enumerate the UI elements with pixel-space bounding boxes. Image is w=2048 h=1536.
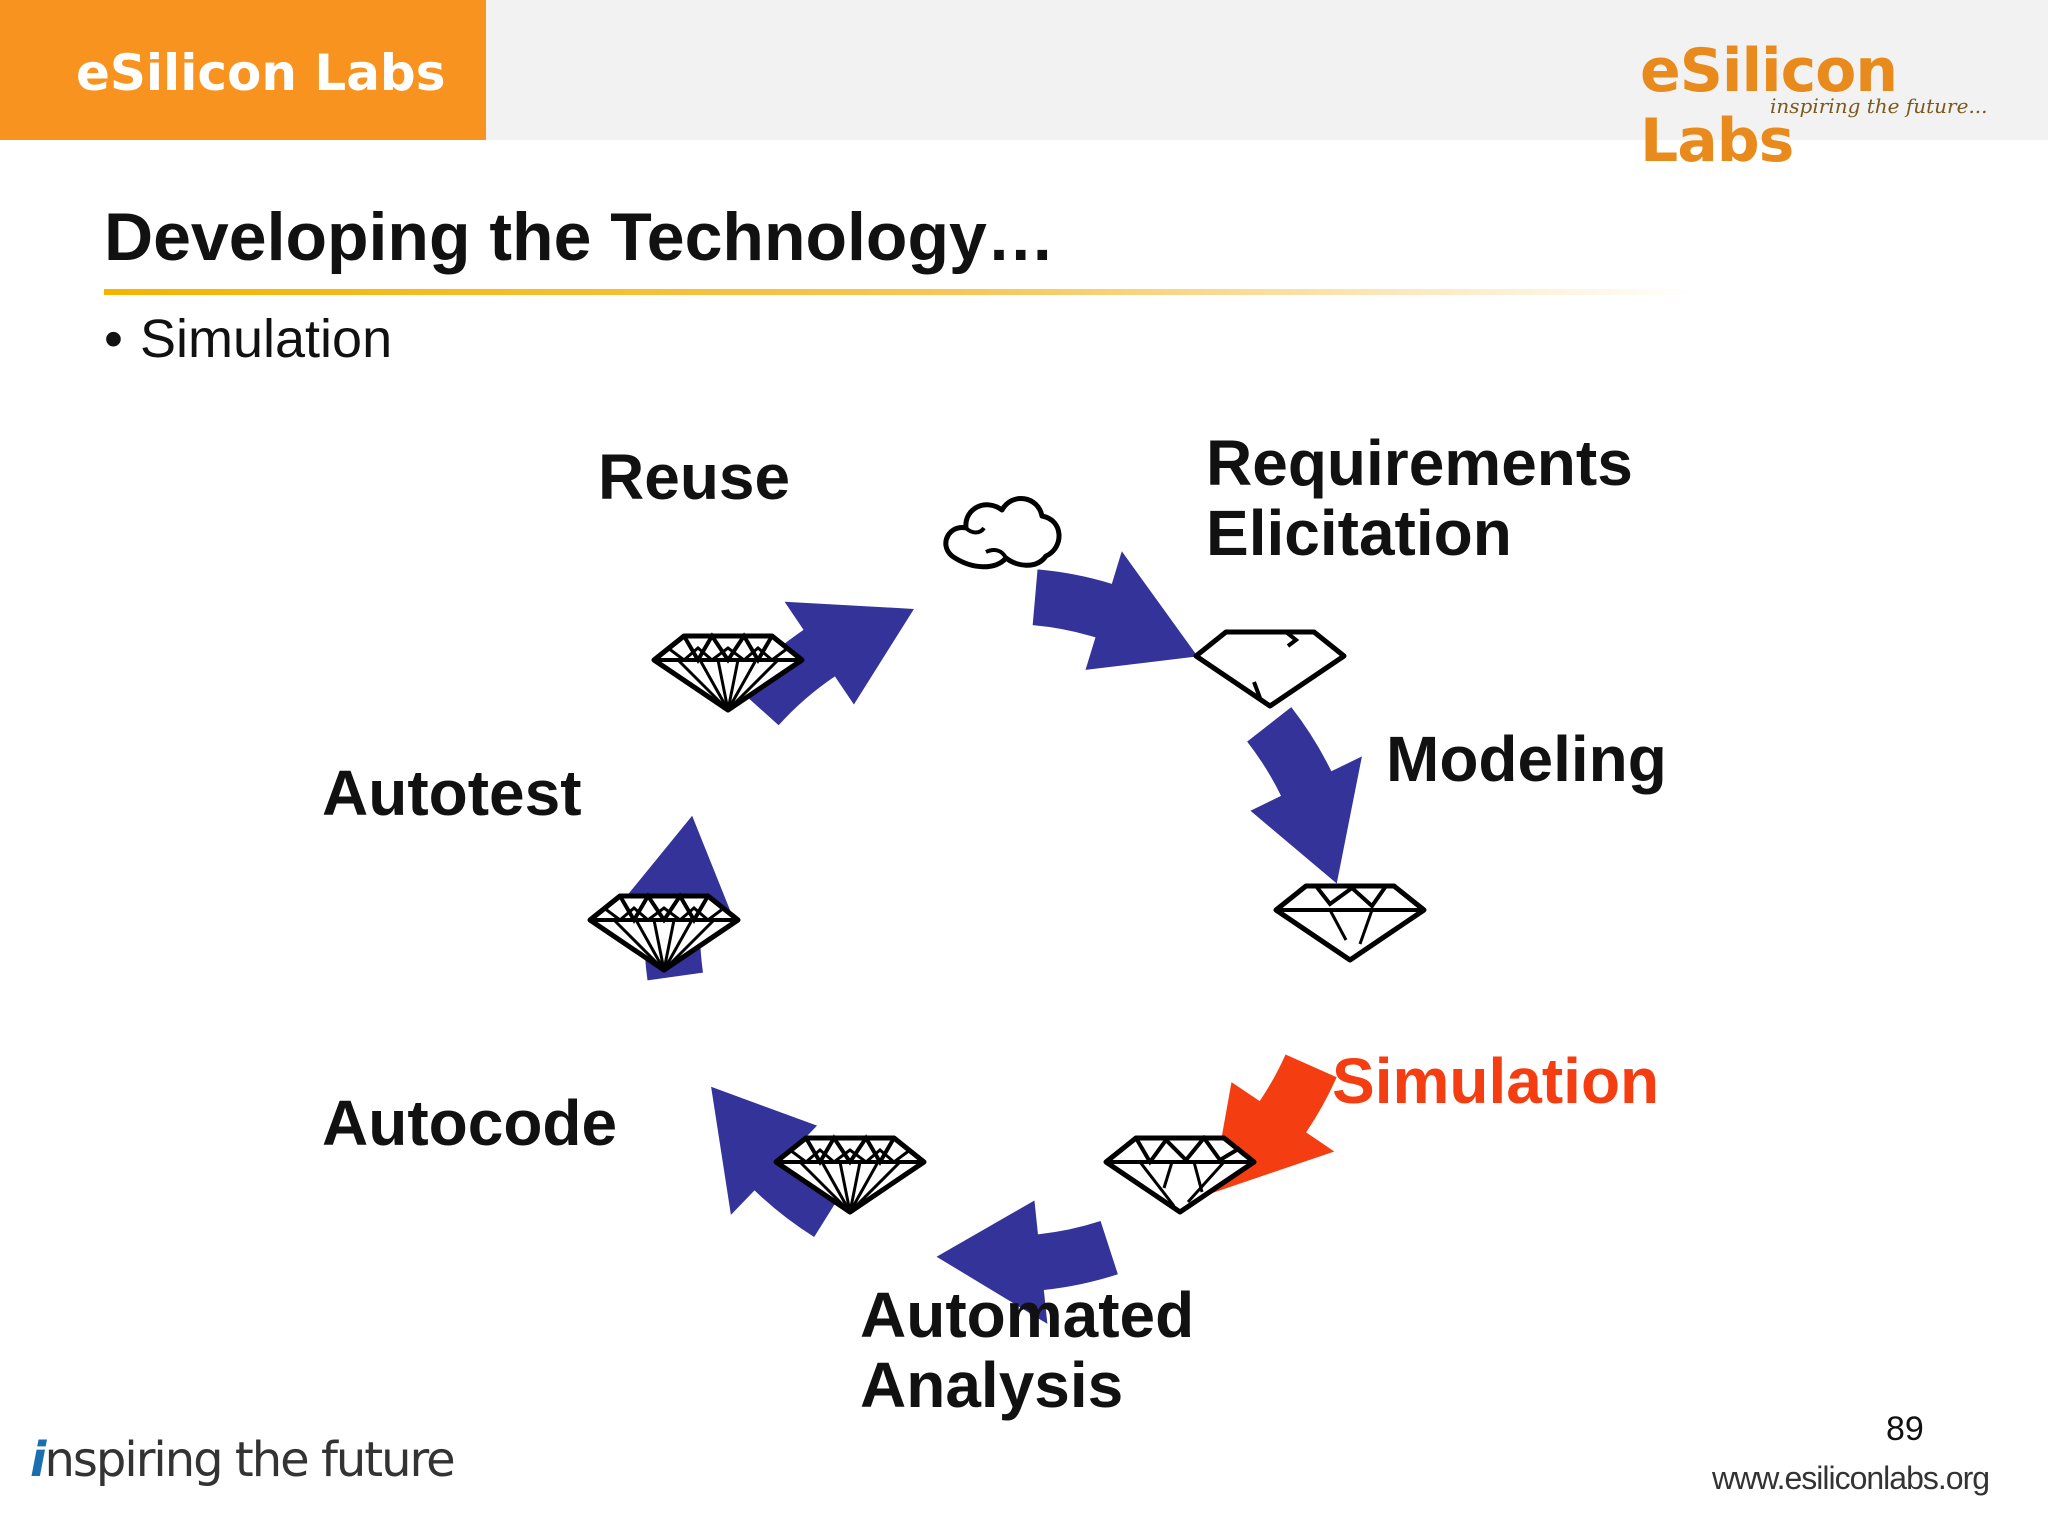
bullet-item: • Simulation <box>104 308 392 370</box>
stage-label-reuse: Reuse <box>598 441 791 513</box>
footer-url: www.esiliconlabs.org <box>1712 1460 1990 1496</box>
logo-tagline: inspiring the future... <box>1770 94 1988 118</box>
page-title: Developing the Technology… <box>104 199 1055 275</box>
brand-tab-label: eSilicon Labs <box>76 44 446 102</box>
page-number: 89 <box>1886 1410 1924 1448</box>
stage-label-modeling: Modeling <box>1386 723 1667 795</box>
footer-tagline-initial: i <box>30 1432 47 1488</box>
brand-logo: eSilicon Labs inspiring the future... <box>1640 30 2010 176</box>
stage-label-requirements-elicitation: Requirements Elicitation <box>1206 427 1633 569</box>
rough-stone-icon <box>946 499 1059 567</box>
footer-tagline-rest: nspiring the future <box>44 1432 455 1488</box>
footer-tagline: inspiring the future <box>30 1432 456 1488</box>
arrow-simulation-to-analysis <box>936 1200 1118 1324</box>
arrow-requirements-to-modeling <box>1247 707 1362 884</box>
faceted-gem-icon <box>590 896 738 970</box>
partial-cut-gem-icon <box>1106 1138 1254 1212</box>
bullet-text: Simulation <box>140 309 393 369</box>
partial-gem-icon <box>1276 886 1424 960</box>
arrow-reuse-to-requirements <box>1032 551 1198 670</box>
stage-label-automated-analysis: Automated Analysis <box>860 1279 1195 1421</box>
brand-tab: eSilicon Labs <box>0 0 486 140</box>
title-underline <box>104 289 1694 295</box>
logo-wordmark: eSilicon Labs <box>1640 36 1898 176</box>
stage-label-simulation: Simulation <box>1332 1045 1660 1117</box>
arrow-autotest-to-reuse <box>736 601 914 726</box>
rough-outline-gem-icon <box>1196 632 1344 706</box>
stage-label-autotest: Autotest <box>322 757 582 829</box>
bullet-dot-icon: • <box>104 309 123 369</box>
stage-label-autocode: Autocode <box>322 1087 618 1159</box>
